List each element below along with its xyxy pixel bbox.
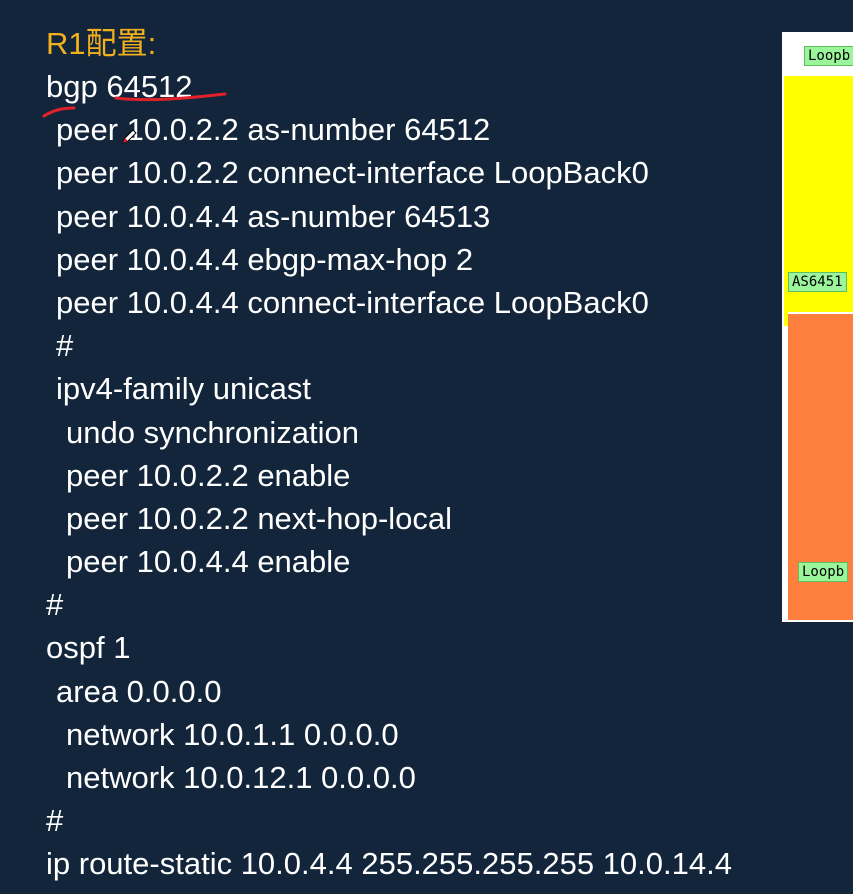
config-line: peer 10.0.2.2 connect-interface LoopBack… <box>56 155 649 191</box>
config-line: # <box>56 328 74 364</box>
config-line: network 10.0.1.1 0.0.0.0 <box>66 716 399 752</box>
config-line: ip route-static 10.0.4.4 255.255.255.255… <box>46 846 732 882</box>
red-underline-mark <box>42 92 227 118</box>
loopback-label-top: Loopb <box>804 46 853 66</box>
config-line: peer 10.0.4.4 connect-interface LoopBack… <box>56 284 649 320</box>
config-line: ospf 1 <box>46 630 131 666</box>
config-line: undo synchronization <box>66 414 359 450</box>
config-line: # <box>46 587 64 623</box>
as-number-label: AS6451 <box>788 272 847 292</box>
config-line: peer 10.0.4.4 as-number 64513 <box>56 198 491 234</box>
config-line: peer 10.0.2.2 as-number 64512 <box>56 112 491 148</box>
loopback-label-bottom: Loopb <box>798 562 849 582</box>
slide-title: R1配置: <box>46 26 157 61</box>
config-line: peer 10.0.2.2 next-hop-local <box>66 500 453 536</box>
pen-cursor-icon <box>122 129 137 144</box>
topology-diagram: Loopb AS6451 Loopb <box>782 32 853 622</box>
config-line: peer 10.0.4.4 ebgp-max-hop 2 <box>56 241 474 277</box>
config-line: peer 10.0.4.4 enable <box>66 544 351 580</box>
config-line: ipv4-family unicast <box>56 371 311 407</box>
config-line: area 0.0.0.0 <box>56 673 222 709</box>
config-line: # <box>46 803 64 839</box>
config-line: peer 10.0.2.2 enable <box>66 457 351 493</box>
config-line: network 10.0.12.1 0.0.0.0 <box>66 760 416 795</box>
